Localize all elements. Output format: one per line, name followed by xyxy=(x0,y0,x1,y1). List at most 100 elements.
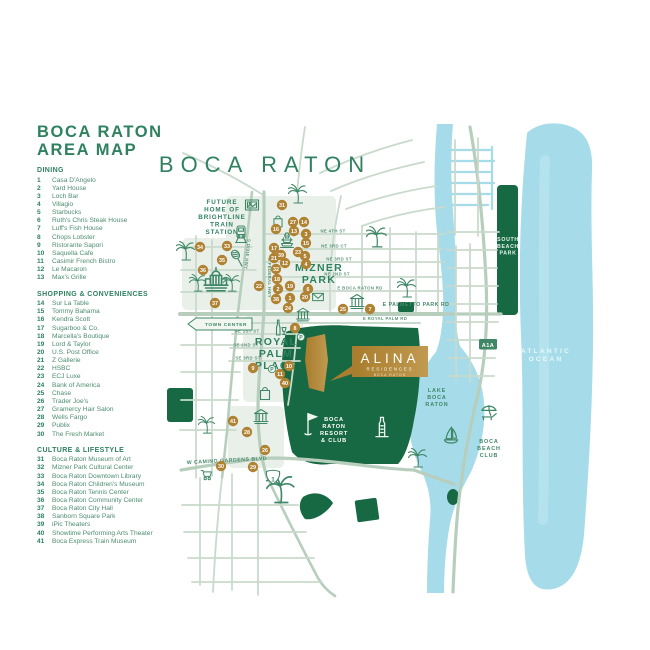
legend-item-label: HSBC xyxy=(52,365,71,373)
legend-item-label: Yard House xyxy=(52,184,87,192)
map-marker-37: 37 xyxy=(209,297,221,309)
town-center-label: TOWN CENTER xyxy=(205,322,247,328)
area-label-line: RESORT xyxy=(320,431,348,437)
street-label-e-palmetto-park-rd: E PALMETTO PARK RD xyxy=(383,302,450,308)
street-label-e-boca-raton-rd: E BOCA RATON RD xyxy=(337,286,382,291)
legend-item-label: Showtime Performing Arts Theater xyxy=(52,529,153,537)
legend-item-number: 15 xyxy=(37,308,45,316)
map-marker-23: 23 xyxy=(292,246,304,258)
legend-title: BOCA RATON AREA MAP xyxy=(37,123,189,159)
map-marker-13: 13 xyxy=(288,225,300,237)
legend-item-29: 29 Publix xyxy=(37,422,189,430)
map-marker-25: 25 xyxy=(337,303,349,315)
legend-item-label: Saquella Cafe xyxy=(52,249,94,257)
west-park xyxy=(167,388,193,422)
svg-text:8: 8 xyxy=(294,326,297,332)
parking-icon xyxy=(296,332,306,342)
legend-item-number: 22 xyxy=(37,365,45,373)
legend-item-number: 9 xyxy=(37,241,41,249)
legend-item-number: 31 xyxy=(37,456,45,464)
legend-item-number: 25 xyxy=(37,389,45,397)
legend-item-label: Casimir French Bistro xyxy=(52,258,116,266)
canal-fingers xyxy=(448,145,496,211)
map-marker-33: 33 xyxy=(221,240,233,252)
map-marker-26: 26 xyxy=(259,444,271,456)
legend-item-number: 36 xyxy=(37,496,45,504)
legend-item-number: 3 xyxy=(37,192,41,200)
legend-item-label: Bank of America xyxy=(52,381,101,389)
legend-item-number: 11 xyxy=(37,258,44,266)
street-label-e-royal-palm-rd: E ROYAL PALM RD xyxy=(363,316,407,321)
map-marker-20: 20 xyxy=(299,291,311,303)
alina-sign xyxy=(352,346,428,377)
legend-item-label: Boca Express Train Museum xyxy=(52,537,137,545)
svg-text:7: 7 xyxy=(369,307,372,313)
svg-text:38: 38 xyxy=(273,297,279,303)
svg-text:40: 40 xyxy=(282,381,288,387)
legend-item-number: 29 xyxy=(37,422,45,430)
map-marker-28: 28 xyxy=(241,426,253,438)
street-label-ne-4th-st: NE 4TH ST xyxy=(320,229,345,234)
map-marker-2: 2 xyxy=(272,283,284,295)
legend-item-number: 35 xyxy=(37,488,45,496)
legend-item-number: 24 xyxy=(37,381,45,389)
south-park-2 xyxy=(354,497,380,523)
legend-item-label: Luff's Fish House xyxy=(52,225,103,233)
legend-item-label: Ristorante Sapori xyxy=(52,241,103,249)
svg-text:9: 9 xyxy=(252,366,255,372)
lake-tree xyxy=(447,489,459,505)
legend-item-label: Tommy Bahama xyxy=(52,308,100,316)
svg-text:27: 27 xyxy=(290,220,296,226)
svg-text:32: 32 xyxy=(273,267,279,273)
ocean-highlight xyxy=(538,155,550,525)
map-marker-36: 36 xyxy=(197,264,209,276)
legend-item-11: 11 Casimir French Bistro xyxy=(37,258,189,266)
svg-text:3: 3 xyxy=(305,232,308,238)
route-shield-a1a-label: A1A xyxy=(482,343,494,349)
legend-item-number: 32 xyxy=(37,464,45,472)
area-label-line: RATON xyxy=(322,424,345,430)
legend-item-number: 5 xyxy=(37,209,41,217)
street-label-ne-3rd-st: NE 3RD ST xyxy=(326,257,352,262)
area-label-line: PARK xyxy=(499,251,516,257)
palm-icon xyxy=(396,277,417,298)
area-label-line: BEACH xyxy=(477,446,501,452)
legend-item-number: 10 xyxy=(37,249,45,257)
street-label-ne-3rd-ct: NE 3RD CT xyxy=(321,244,347,249)
legend-item-number: 1 xyxy=(37,176,41,184)
legend-item-label: Le Macaron xyxy=(52,266,87,274)
legend-item-label: Publix xyxy=(52,422,70,430)
svg-text:39: 39 xyxy=(278,253,284,259)
legend-section-heading: SHOPPING & CONVENIENCES xyxy=(37,290,149,298)
svg-text:36: 36 xyxy=(200,268,206,274)
svg-text:2: 2 xyxy=(277,287,280,293)
area-label-line: FUTURE xyxy=(207,199,238,206)
legend-item-label: Z Gallerie xyxy=(52,357,81,365)
legend-item-number: 17 xyxy=(37,324,45,332)
area-label-line: LAKE xyxy=(428,388,446,394)
legend-item-number: 6 xyxy=(37,217,41,225)
legend-item-number: 34 xyxy=(37,480,45,488)
svg-text:28: 28 xyxy=(244,430,250,436)
area-label-line: BOCA xyxy=(427,395,446,401)
street-label-se-3rd-st: SE 3RD ST xyxy=(235,356,260,361)
area-label-line: TRAIN xyxy=(210,222,234,229)
svg-text:35: 35 xyxy=(219,258,225,264)
legend-item-number: 26 xyxy=(37,397,45,405)
svg-text:12: 12 xyxy=(282,261,288,267)
legend-item-10: 10 Saquella Cafe xyxy=(37,250,189,258)
